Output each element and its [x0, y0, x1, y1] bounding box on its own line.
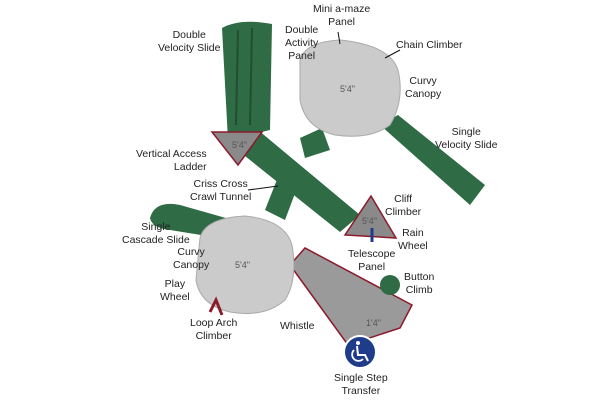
single-velocity-slide [380, 115, 485, 205]
label-chain-climber: Chain Climber [396, 39, 463, 51]
double-velocity-slide [222, 21, 272, 140]
bottom-curvy-canopy: 5'4" [195, 215, 295, 314]
criss-cross-crawl-tunnel [235, 128, 360, 232]
step-transfer-deck: 1'4" [289, 247, 414, 346]
top-curvy-canopy: 5'4" [299, 39, 401, 137]
wheelchair-icon [343, 335, 377, 369]
loop-arch-climber [208, 296, 224, 316]
leader-lines [247, 31, 401, 191]
svg-text:5'4": 5'4" [232, 140, 247, 150]
svg-text:5'4": 5'4" [362, 216, 377, 226]
svg-text:1'4": 1'4" [366, 318, 381, 328]
ladder-deck: 5'4" [210, 131, 264, 167]
label-whistle: Whistle [280, 320, 315, 332]
button-climb [380, 275, 400, 295]
svg-text:5'4": 5'4" [340, 84, 355, 94]
svg-text:5'4": 5'4" [235, 260, 250, 270]
triangle-deck: 5'4" [343, 194, 398, 242]
